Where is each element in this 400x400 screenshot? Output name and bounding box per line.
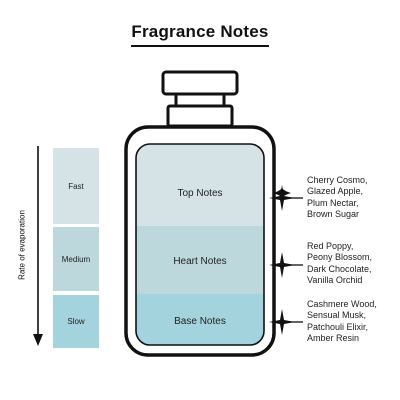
sparkle-icon-base (269, 309, 303, 335)
top-notes-list: Cherry Cosmo, Glazed Apple, Plum Nectar,… (307, 175, 368, 220)
bottle-neck (166, 104, 234, 128)
base-notes-list: Cashmere Wood, Sensual Musk, Patchouli E… (307, 299, 377, 344)
heart-notes-layer (136, 226, 264, 294)
note-item: Brown Sugar (307, 208, 360, 219)
note-item: Red Poppy, (307, 241, 354, 251)
heart-notes-list: Red Poppy, Peony Blossom, Dark Chocolate… (307, 241, 372, 286)
sparkle-icon-top (269, 185, 303, 211)
base-notes-label: Base Notes (174, 316, 226, 327)
medium-band-fill (53, 227, 99, 291)
evaporation-band-slow: Slow (67, 317, 85, 326)
heart-notes-label: Heart Notes (173, 256, 227, 267)
diagram-title: Fragrance Notes (0, 22, 400, 47)
note-item: Sensual Musk, (307, 310, 367, 321)
bottle-inner-outline (135, 143, 265, 346)
note-item: Peony Blossom, (307, 252, 373, 263)
axis-label-text: Rate of evaporation (17, 210, 27, 280)
bottle-cap-top (161, 70, 239, 96)
bottle-cap-collar (174, 92, 226, 108)
sparkle-icon-heart (269, 252, 303, 278)
note-item: Cherry Cosmo, (307, 175, 368, 185)
note-item: Dark Chocolate, (307, 263, 372, 274)
note-item: Glazed Apple, (307, 186, 364, 197)
top-notes-layer (136, 144, 264, 226)
evaporation-arrow-head (33, 334, 43, 346)
note-item: Plum Nectar, (307, 197, 359, 208)
slow-band-fill (53, 295, 99, 348)
note-item: Cashmere Wood, (307, 299, 377, 309)
base-notes-layer (136, 294, 264, 345)
note-item: Vanilla Orchid (307, 274, 363, 285)
evaporation-band-medium: Medium (61, 254, 91, 264)
title-text: Fragrance Notes (131, 22, 269, 47)
fast-band-fill (53, 148, 99, 224)
top-notes-label: Top Notes (177, 188, 223, 199)
evaporation-band-fast: Fast (68, 181, 84, 191)
note-item: Patchouli Elixir, (307, 321, 369, 332)
note-item: Amber Resin (307, 332, 360, 343)
